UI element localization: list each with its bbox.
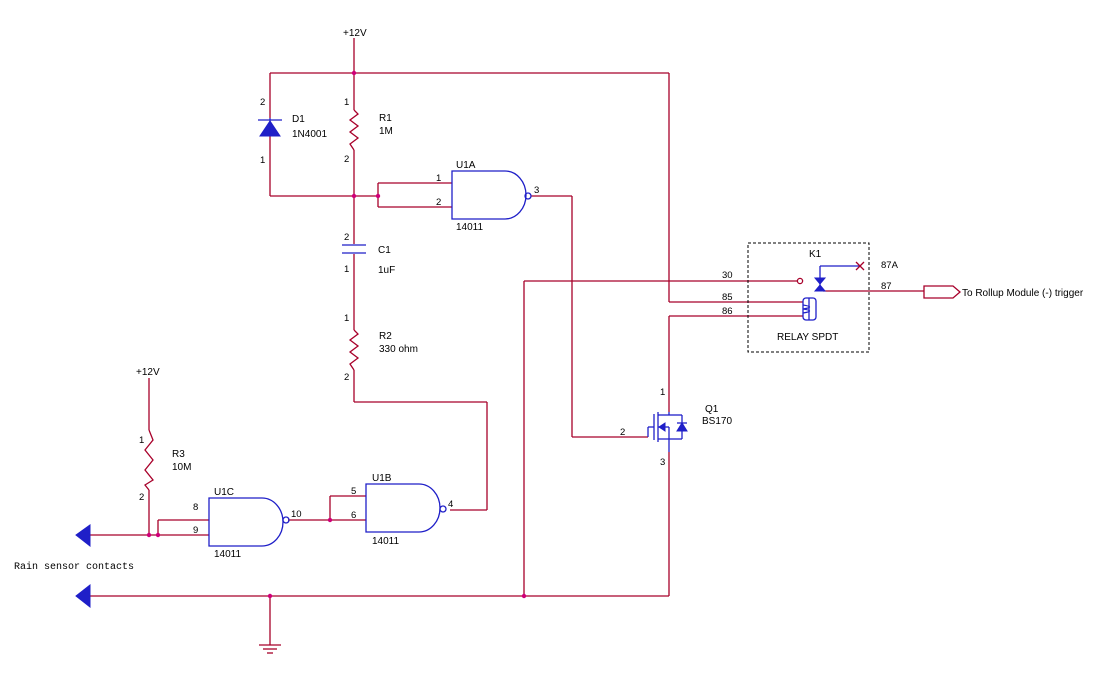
nand-gate-u1c	[208, 497, 290, 547]
u1b-part: 14011	[372, 536, 400, 547]
relay-k1	[796, 261, 865, 321]
q1-pin-2: 2	[620, 427, 625, 438]
r3-pin-b: 2	[139, 492, 144, 503]
relay-k1-outline	[747, 242, 870, 353]
k1-pin-85: 85	[722, 292, 733, 303]
q1-ref: Q1	[705, 404, 719, 415]
k1-pin-87: 87	[881, 281, 892, 292]
output-connector	[923, 285, 961, 299]
k1-pin-30: 30	[722, 270, 733, 281]
r2-pin-a: 1	[344, 313, 349, 324]
c1-value: 1uF	[378, 265, 395, 276]
u1b-pin-5: 5	[351, 486, 356, 497]
u1c-pin-9: 9	[193, 525, 198, 536]
nand-gate-u1a	[451, 170, 532, 220]
u1b-ref: U1B	[372, 473, 392, 484]
r1-ref: R1	[379, 113, 392, 124]
diode-d1	[258, 118, 282, 137]
u1a-pin-2: 2	[436, 197, 441, 208]
r3-ref: R3	[172, 449, 185, 460]
resistor-r2	[348, 329, 360, 371]
r2-ref: R2	[379, 331, 392, 342]
sensor-arrow-upper	[75, 524, 91, 548]
c1-ref: C1	[378, 245, 391, 256]
u1c-pin-8: 8	[193, 502, 198, 513]
u1c-ref: U1C	[214, 487, 234, 498]
vcc-top-label: +12V	[343, 28, 367, 39]
d1-pin-b: 1	[260, 155, 265, 166]
r1-pin-a: 1	[344, 97, 349, 108]
r2-value: 330 ohm	[379, 344, 418, 355]
wires	[90, 38, 924, 645]
k1-pin-87a: 87A	[881, 260, 899, 271]
d1-pin-a: 2	[260, 97, 265, 108]
d1-ref: D1	[292, 114, 305, 125]
q1-value: BS170	[702, 416, 732, 427]
u1a-ref: U1A	[456, 160, 476, 171]
r3-pin-a: 1	[139, 435, 144, 446]
u1a-pin-3: 3	[534, 185, 539, 196]
r3-value: 10M	[172, 462, 191, 473]
junctions	[146, 70, 527, 599]
q1-pin-1: 1	[660, 387, 665, 398]
u1b-pin-6: 6	[351, 510, 356, 521]
u1c-pin-10: 10	[291, 509, 302, 520]
nand-gate-u1b	[365, 483, 447, 533]
d1-value: 1N4001	[292, 129, 327, 140]
r1-pin-b: 2	[344, 154, 349, 165]
r2-pin-b: 2	[344, 372, 349, 383]
capacitor-c1	[342, 244, 366, 254]
k1-name: RELAY SPDT	[777, 332, 838, 343]
c1-pin-b: 1	[344, 264, 349, 275]
ground-icon	[259, 644, 281, 654]
c1-pin-a: 2	[344, 232, 349, 243]
q1-pin-3: 3	[660, 457, 665, 468]
mosfet-q1	[647, 412, 688, 452]
u1a-part: 14011	[456, 222, 484, 233]
resistor-r3	[144, 429, 154, 491]
u1c-part: 14011	[214, 549, 242, 560]
k1-pin-86: 86	[722, 306, 733, 317]
u1a-pin-1: 1	[436, 173, 441, 184]
vcc-left-label: +12V	[136, 367, 160, 378]
k1-ref: K1	[809, 249, 822, 260]
sensor-label: Rain sensor contacts	[14, 561, 134, 573]
u1b-pin-4: 4	[448, 499, 453, 510]
output-label: To Rollup Module (-) trigger	[962, 288, 1084, 299]
resistor-r1	[348, 109, 360, 151]
sensor-arrow-lower	[75, 583, 91, 609]
r1-value: 1M	[379, 126, 393, 137]
